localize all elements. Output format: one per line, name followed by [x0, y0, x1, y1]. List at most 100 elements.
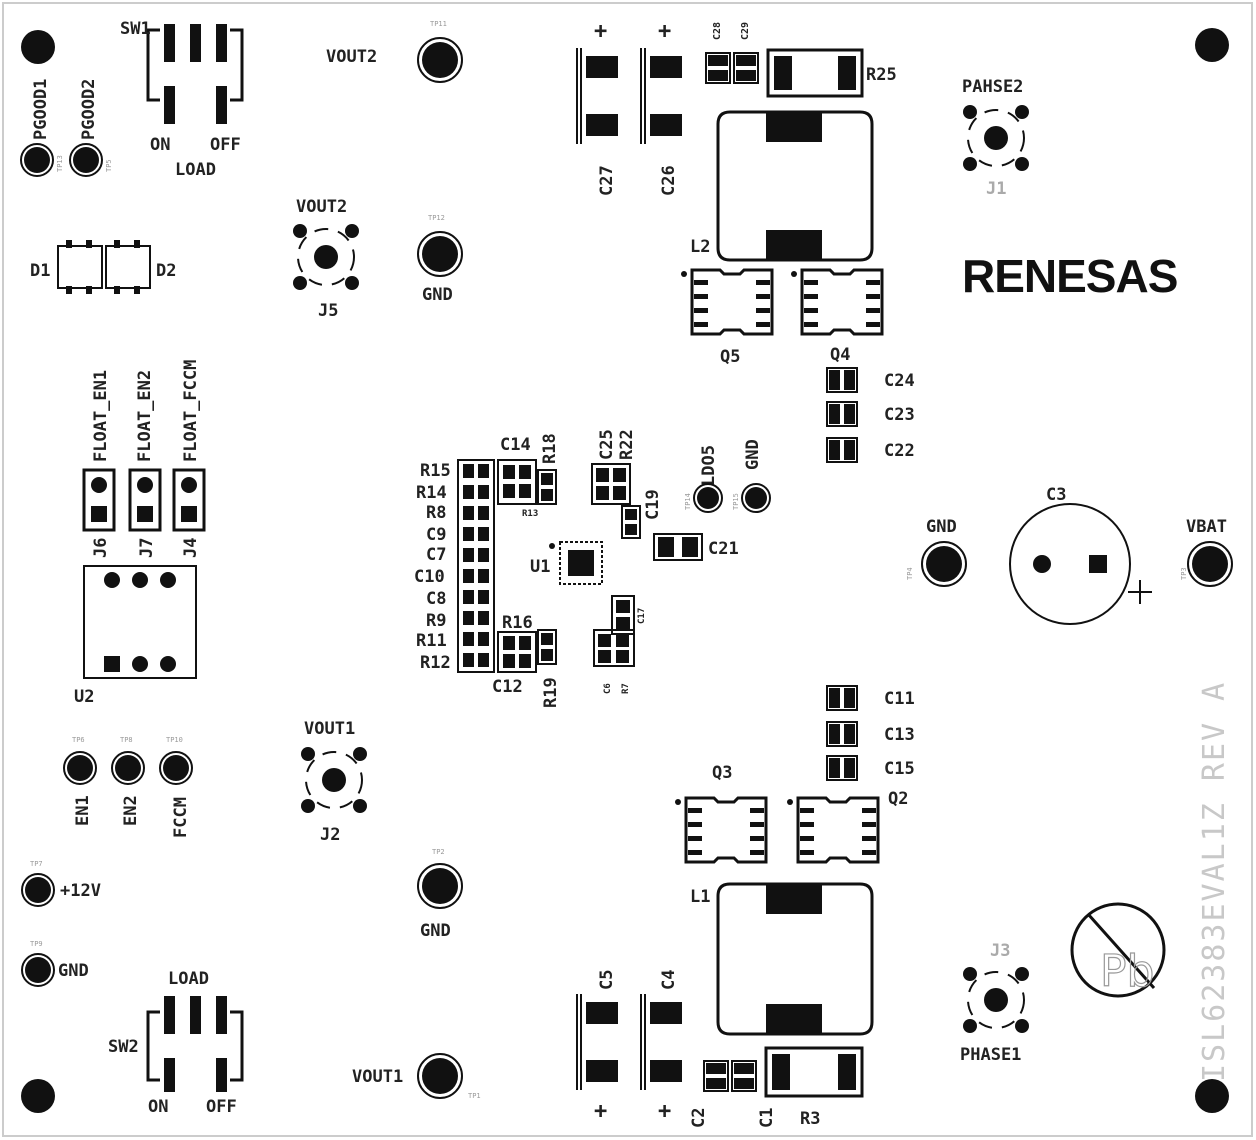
testpoint-gnd-left[interactable] [21, 953, 55, 987]
tp3-label: TP3 [1180, 567, 1188, 580]
gnd-right-label: GND [926, 517, 957, 537]
jumper-j6[interactable] [82, 468, 116, 532]
c22-label: C22 [884, 441, 915, 461]
tp2-label: TP2 [432, 848, 445, 856]
lead-free-icon: Pb [1070, 902, 1166, 998]
c25-label: C25 [597, 429, 617, 460]
c27-label: C27 [597, 165, 617, 196]
passive-array-mid [591, 463, 641, 539]
passive-array-left [457, 459, 495, 673]
r15-label: R15 [420, 461, 451, 481]
j6-label: J6 [91, 538, 111, 558]
switch-sw1[interactable] [146, 24, 244, 124]
sw1-on-label: ON [150, 135, 170, 155]
c17-label: C17 [637, 608, 647, 624]
resistor-r3 [764, 1046, 864, 1098]
vout2-top-label: VOUT2 [326, 47, 377, 67]
testpoint-vout1[interactable] [417, 1053, 463, 1099]
testpoint-en1[interactable] [63, 751, 97, 785]
testpoint-gnd-ldo[interactable] [741, 483, 771, 513]
testpoint-gnd-right[interactable] [921, 541, 967, 587]
sw2-load-label: LOAD [168, 969, 209, 989]
c13-label: C13 [884, 725, 915, 745]
l1-label: L1 [690, 887, 710, 907]
renesas-logo: RENESAS [962, 250, 1177, 302]
ldo5-label: LDO5 [699, 445, 719, 486]
mounting-hole-bottom-left [21, 1079, 55, 1113]
tp13-label: TP13 [56, 155, 64, 172]
testpoint-gnd-bottom[interactable] [417, 863, 463, 909]
c26-plus: + [658, 19, 671, 44]
float-fccm-label: FLOAT_FCCM [181, 360, 201, 462]
c7-label: C7 [426, 545, 446, 565]
gnd-top-label: GND [422, 285, 453, 305]
c5-label: C5 [597, 970, 617, 990]
switch-sw2[interactable] [146, 996, 244, 1092]
mounting-hole-top-right [1195, 28, 1229, 62]
c11-label: C11 [884, 689, 915, 709]
tp4-label: TP4 [906, 567, 914, 580]
r18-label: R18 [540, 433, 560, 464]
capacitor-c21 [653, 533, 703, 561]
float-en2-label: FLOAT_EN2 [135, 370, 155, 462]
board-id-label: ISL62383EVAL1Z REV A [1197, 681, 1232, 1082]
l2-label: L2 [690, 237, 710, 257]
sw1-load-label: LOAD [175, 160, 216, 180]
r25-label: R25 [866, 65, 897, 85]
c15-label: C15 [884, 759, 915, 779]
d2-label: D2 [156, 261, 176, 281]
c23-label: C23 [884, 405, 915, 425]
j7-label: J7 [137, 538, 157, 558]
testpoint-pgood2[interactable] [69, 143, 103, 177]
c19-label: C19 [643, 489, 663, 520]
c10-label: C10 [414, 567, 445, 587]
j1-label: J1 [986, 179, 1006, 199]
r7-label: R7 [621, 683, 631, 694]
en2-label: EN2 [121, 795, 141, 826]
gnd-left-label: GND [58, 961, 89, 981]
testpoint-12v[interactable] [21, 873, 55, 907]
sw2-off-label: OFF [206, 1097, 237, 1117]
pgood1-label: PGOOD1 [31, 79, 51, 140]
diode-d1 [57, 240, 103, 294]
testpoint-pgood1[interactable] [20, 143, 54, 177]
tp9-label: TP9 [30, 940, 43, 948]
c1-label: C1 [757, 1108, 777, 1128]
r11-label: R11 [416, 631, 447, 651]
pahse2-label: PAHSE2 [962, 77, 1023, 97]
j2-label: J2 [320, 825, 340, 845]
en1-label: EN1 [73, 795, 93, 826]
c3-label: C3 [1046, 485, 1066, 505]
testpoint-vout2[interactable] [417, 37, 463, 83]
tp14-label: TP14 [684, 493, 692, 510]
tp1-label: TP1 [468, 1092, 481, 1100]
jumper-j4[interactable] [172, 468, 206, 532]
tp5-label: TP5 [105, 159, 113, 172]
r14-label: R14 [416, 483, 447, 503]
testpoint-ldo5[interactable] [693, 483, 723, 513]
testpoint-en2[interactable] [111, 751, 145, 785]
jumper-j7[interactable] [128, 468, 162, 532]
c24-label: C24 [884, 371, 915, 391]
lead-free-text: Pb [1100, 946, 1154, 997]
r16-label: R16 [502, 613, 533, 633]
inductor-l1 [716, 882, 874, 1036]
j5-label: J5 [318, 301, 338, 321]
c4-label: C4 [659, 970, 679, 990]
passive-array-bottom [497, 629, 557, 673]
r9-label: R9 [426, 611, 446, 631]
r12-label: R12 [420, 653, 451, 673]
passive-array-top [497, 459, 557, 505]
diode-d2 [105, 240, 151, 294]
testpoint-fccm[interactable] [159, 751, 193, 785]
tp10-label: TP10 [166, 736, 183, 744]
r19-label: R19 [541, 677, 561, 708]
r22-label: R22 [617, 429, 637, 460]
c9-label: C9 [426, 525, 446, 545]
resistor-r25 [766, 48, 864, 98]
testpoint-gnd-top[interactable] [417, 231, 463, 277]
tp12-label: TP12 [428, 214, 445, 222]
capacitor-c3 [1009, 503, 1152, 625]
testpoint-vbat[interactable] [1187, 541, 1233, 587]
